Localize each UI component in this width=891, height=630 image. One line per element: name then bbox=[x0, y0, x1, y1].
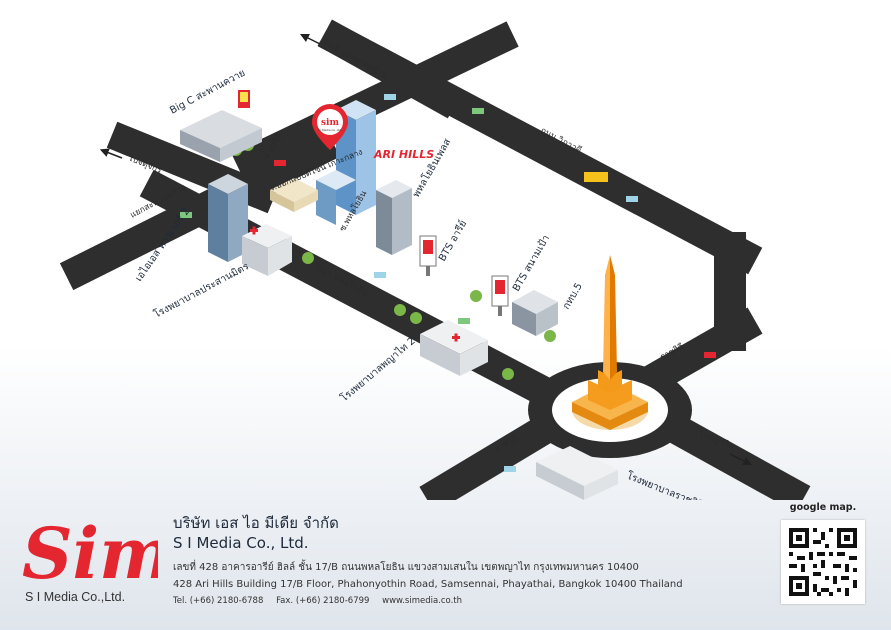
label-ktk5: กทบ.5 bbox=[561, 281, 585, 311]
label-phahon-place: พหลโยธินเพลส bbox=[409, 136, 453, 199]
direction-arrows bbox=[99, 33, 753, 466]
qr-code[interactable] bbox=[781, 520, 865, 604]
fax: Fax. (+66) 2180-6799 bbox=[276, 596, 370, 606]
road-lat-phrao bbox=[231, 21, 519, 179]
logo-caption: S I Media Co.,Ltd. bbox=[25, 590, 126, 604]
victory-monument bbox=[572, 255, 648, 430]
ais-tower-building bbox=[208, 174, 248, 262]
hospital-prasanmit-building bbox=[242, 224, 292, 276]
label-bts-sanam-pao: BTS สนามเป้า bbox=[510, 233, 552, 294]
qr-pattern bbox=[789, 528, 857, 596]
label-hospital-phayathai: โรงพยาบาลพญาไท 2 bbox=[338, 334, 418, 404]
bts-sanam-pao-sign bbox=[491, 275, 509, 316]
label-bts-ari: BTS อารีย์ bbox=[436, 218, 469, 263]
company-info: บริษัท เอส ไอ มีเดีย จำกัด S I Media Co.… bbox=[173, 514, 683, 610]
arrow-jatujak bbox=[99, 148, 123, 159]
road-network bbox=[59, 19, 811, 500]
buildings bbox=[180, 90, 618, 500]
company-name-english: S I Media Co., Ltd. bbox=[173, 534, 309, 552]
label-big-c: Big C สะพานควาย bbox=[168, 68, 247, 117]
arrow-lat-phrao bbox=[299, 33, 321, 45]
road-upper-short bbox=[317, 19, 463, 119]
ktk5-building bbox=[512, 290, 558, 336]
phahonyothin-place-building bbox=[376, 180, 412, 255]
pin-logo-text: sim bbox=[321, 118, 339, 128]
address-english: 428 Ari Hills Building 17/B Floor, Phaho… bbox=[173, 579, 683, 590]
website-link[interactable]: www.simedia.co.th bbox=[382, 596, 463, 606]
bts-ari-sign bbox=[419, 235, 437, 276]
label-hospital-ratchawithi: โรงพยาบาลราชวิถี bbox=[625, 469, 705, 500]
hospital-phayathai-building bbox=[420, 320, 488, 376]
cars bbox=[180, 94, 716, 472]
hospital-ratchawithi-building bbox=[536, 446, 618, 500]
arrow-phayathai bbox=[729, 453, 753, 466]
location-map: sim S I Media Co.,Ltd. ไป 5 แยกลาดพร้าว … bbox=[59, 19, 811, 500]
logo-text: Sim bbox=[22, 512, 158, 595]
big-c-building bbox=[180, 90, 262, 162]
pin-sub-text: S I Media Co.,Ltd. bbox=[318, 128, 342, 132]
label-ari-hills: ARI HILLS bbox=[373, 148, 434, 161]
company-name-thai: บริษัท เอส ไอ มีเดีย จำกัด bbox=[173, 514, 339, 532]
sim-logo: Sim bbox=[22, 512, 158, 595]
location-pin: sim S I Media Co.,Ltd. bbox=[312, 104, 348, 150]
ari-hills-building bbox=[316, 100, 376, 225]
label-hospital-prasan: โรงพยาบาลประสานมิตร bbox=[151, 259, 251, 320]
telephone: Tel. (+66) 2180-6788 bbox=[173, 596, 264, 606]
qr-title: google map. bbox=[789, 502, 857, 513]
contact-line: Tel. (+66) 2180-6788 Fax. (+66) 2180-679… bbox=[173, 593, 673, 610]
address-thai: เลขที่ 428 อาคารอารีย์ ฮิลล์ ชั้น 17/B ถ… bbox=[173, 562, 639, 573]
school-building bbox=[270, 178, 318, 212]
